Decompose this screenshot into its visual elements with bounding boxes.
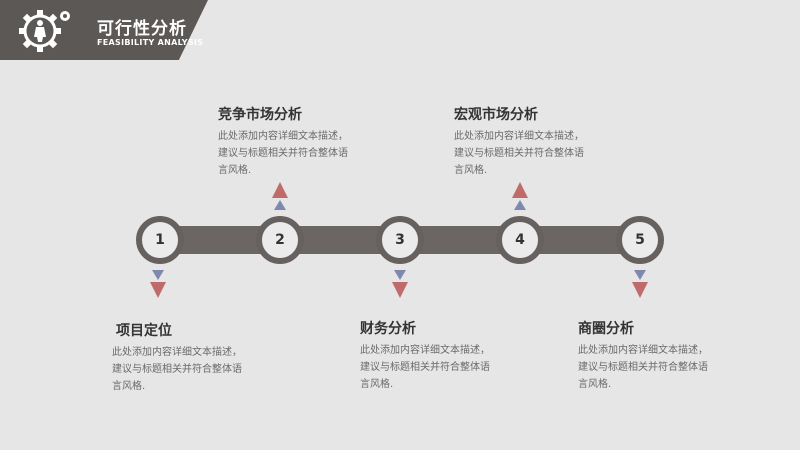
step-desc-2: 此处添加内容详细文本描述， 建议与标题相关并符合整体语 言风格. xyxy=(218,128,378,179)
step-title-4: 宏观市场分析 xyxy=(454,107,538,123)
header-band xyxy=(0,0,208,60)
desc-line: 建议与标题相关并符合整体语 xyxy=(218,148,348,159)
desc-line: 此处添加内容详细文本描述， xyxy=(454,131,584,142)
arrow-up-icon xyxy=(272,182,288,210)
arrow-down-icon xyxy=(150,270,166,298)
desc-line: 言风格. xyxy=(454,165,488,176)
step-desc-3: 此处添加内容详细文本描述， 建议与标题相关并符合整体语 言风格. xyxy=(360,342,520,393)
step-title-5: 商圈分析 xyxy=(578,321,634,337)
step-node-4: 4 xyxy=(496,216,544,264)
step-number: 1 xyxy=(155,232,165,248)
desc-line: 言风格. xyxy=(112,381,146,392)
step-node-1: 1 xyxy=(136,216,184,264)
step-desc-1: 此处添加内容详细文本描述， 建议与标题相关并符合整体语 言风格. xyxy=(112,344,272,395)
desc-line: 言风格. xyxy=(578,379,612,390)
step-number: 2 xyxy=(275,232,285,248)
desc-line: 建议与标题相关并符合整体语 xyxy=(360,362,490,373)
step-number: 4 xyxy=(515,232,525,248)
desc-line: 建议与标题相关并符合整体语 xyxy=(454,148,584,159)
page-subtitle: FEASIBILITY ANALYSIS xyxy=(97,38,204,47)
arrow-down-icon xyxy=(392,270,408,298)
step-number: 3 xyxy=(395,232,405,248)
step-title-3: 财务分析 xyxy=(360,321,416,337)
step-title-1: 项目定位 xyxy=(116,323,172,339)
step-desc-5: 此处添加内容详细文本描述， 建议与标题相关并符合整体语 言风格. xyxy=(578,342,738,393)
desc-line: 此处添加内容详细文本描述， xyxy=(578,345,708,356)
step-node-5: 5 xyxy=(616,216,664,264)
desc-line: 此处添加内容详细文本描述， xyxy=(112,347,242,358)
arrow-up-icon xyxy=(512,182,528,210)
desc-line: 建议与标题相关并符合整体语 xyxy=(112,364,242,375)
step-desc-4: 此处添加内容详细文本描述， 建议与标题相关并符合整体语 言风格. xyxy=(454,128,614,179)
step-node-2: 2 xyxy=(256,216,304,264)
arrow-down-icon xyxy=(632,270,648,298)
desc-line: 此处添加内容详细文本描述， xyxy=(218,131,348,142)
step-number: 5 xyxy=(635,232,645,248)
desc-line: 言风格. xyxy=(360,379,394,390)
step-title-2: 竞争市场分析 xyxy=(218,107,302,123)
desc-line: 建议与标题相关并符合整体语 xyxy=(578,362,708,373)
desc-line: 此处添加内容详细文本描述， xyxy=(360,345,490,356)
page-title: 可行性分析 xyxy=(97,19,187,39)
gear-worker-icon xyxy=(19,10,70,52)
step-node-3: 3 xyxy=(376,216,424,264)
desc-line: 言风格. xyxy=(218,165,252,176)
